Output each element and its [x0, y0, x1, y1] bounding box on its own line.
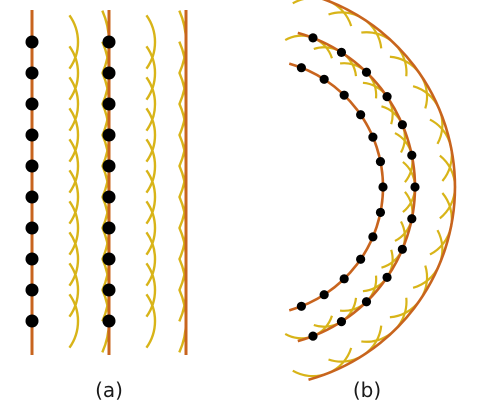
point-source-dot: [102, 66, 116, 80]
point-source-dot: [375, 156, 386, 167]
point-source-dot: [336, 317, 347, 327]
point-source-dot: [407, 150, 417, 160]
point-source-dot: [361, 67, 372, 77]
point-source-dot: [368, 232, 378, 242]
secondary-wavelet: [68, 200, 80, 256]
point-source-dot: [378, 182, 388, 192]
secondary-wavelet: [145, 45, 157, 101]
panel-b-spherical-wave: [284, 0, 457, 381]
secondary-wavelet: [68, 169, 80, 225]
secondary-wavelet: [412, 85, 444, 145]
point-source-dot: [25, 221, 39, 235]
point-source-dot: [339, 274, 349, 284]
panel-a-plane-wave: [25, 10, 188, 355]
secondary-wavelet: [429, 192, 453, 256]
point-source-dot: [410, 182, 420, 192]
point-source-dot: [102, 314, 116, 328]
point-source-dot: [25, 128, 39, 142]
secondary-wavelet: [145, 200, 157, 256]
point-source-dot: [319, 290, 329, 300]
secondary-wavelet: [145, 138, 157, 194]
secondary-wavelet: [145, 293, 157, 349]
point-source-dot: [375, 207, 386, 218]
point-source-dot: [25, 35, 39, 49]
secondary-wavelet: [145, 14, 157, 70]
secondary-wavelet: [389, 265, 429, 319]
point-source-dot: [102, 35, 116, 49]
point-source-dot: [102, 97, 116, 111]
wavefront-arc: [288, 62, 385, 312]
point-source-dot: [336, 47, 347, 57]
secondary-wavelet: [362, 249, 394, 293]
point-source-dot: [356, 110, 366, 120]
point-source-dot: [397, 120, 407, 130]
point-source-dot: [25, 314, 39, 328]
point-source-dot: [102, 128, 116, 142]
secondary-wavelet: [313, 297, 358, 328]
point-source-dot: [382, 92, 392, 102]
point-source-dot: [308, 331, 318, 341]
point-source-dot: [102, 252, 116, 266]
point-source-dot: [102, 221, 116, 235]
secondary-wavelet: [68, 45, 80, 101]
secondary-wavelet: [389, 55, 429, 109]
secondary-wavelet: [68, 107, 80, 163]
point-source-dot: [308, 33, 318, 43]
secondary-wavelet: [68, 14, 80, 70]
secondary-wavelet: [145, 231, 157, 287]
point-source-dot: [25, 190, 39, 204]
secondary-wavelet: [68, 293, 80, 349]
point-source-dot: [368, 132, 378, 142]
secondary-wavelet: [313, 46, 358, 77]
point-source-dot: [397, 244, 407, 254]
point-source-dot: [296, 63, 306, 73]
panel-a-label: (a): [95, 378, 123, 402]
point-source-dot: [361, 297, 372, 307]
point-source-dot: [25, 66, 39, 80]
panel-b-label: (b): [353, 378, 381, 402]
point-source-dot: [102, 283, 116, 297]
secondary-wavelet: [362, 81, 394, 125]
secondary-wavelet: [145, 169, 157, 225]
point-source-dot: [102, 190, 116, 204]
point-source-dot: [339, 90, 349, 100]
point-source-dot: [319, 74, 329, 84]
point-source-dot: [356, 254, 366, 264]
secondary-wavelet: [68, 76, 80, 132]
point-source-dot: [407, 214, 417, 224]
secondary-wavelet: [68, 138, 80, 194]
secondary-wavelet: [292, 347, 353, 378]
secondary-wavelet: [145, 76, 157, 132]
secondary-wavelet: [68, 262, 80, 318]
secondary-wavelet: [145, 107, 157, 163]
point-source-dot: [25, 159, 39, 173]
secondary-wavelet: [328, 11, 383, 49]
wavefront-arc: [308, 0, 457, 381]
secondary-wavelet: [145, 262, 157, 318]
secondary-wavelet: [429, 118, 453, 182]
secondary-wavelet: [68, 231, 80, 287]
point-source-dot: [25, 97, 39, 111]
point-source-dot: [382, 272, 392, 282]
wavefront-arc: [297, 31, 417, 343]
point-source-dot: [25, 283, 39, 297]
point-source-dot: [102, 159, 116, 173]
point-source-dot: [25, 252, 39, 266]
secondary-wavelet: [328, 325, 383, 363]
point-source-dot: [296, 301, 306, 311]
secondary-wavelet: [381, 105, 406, 154]
